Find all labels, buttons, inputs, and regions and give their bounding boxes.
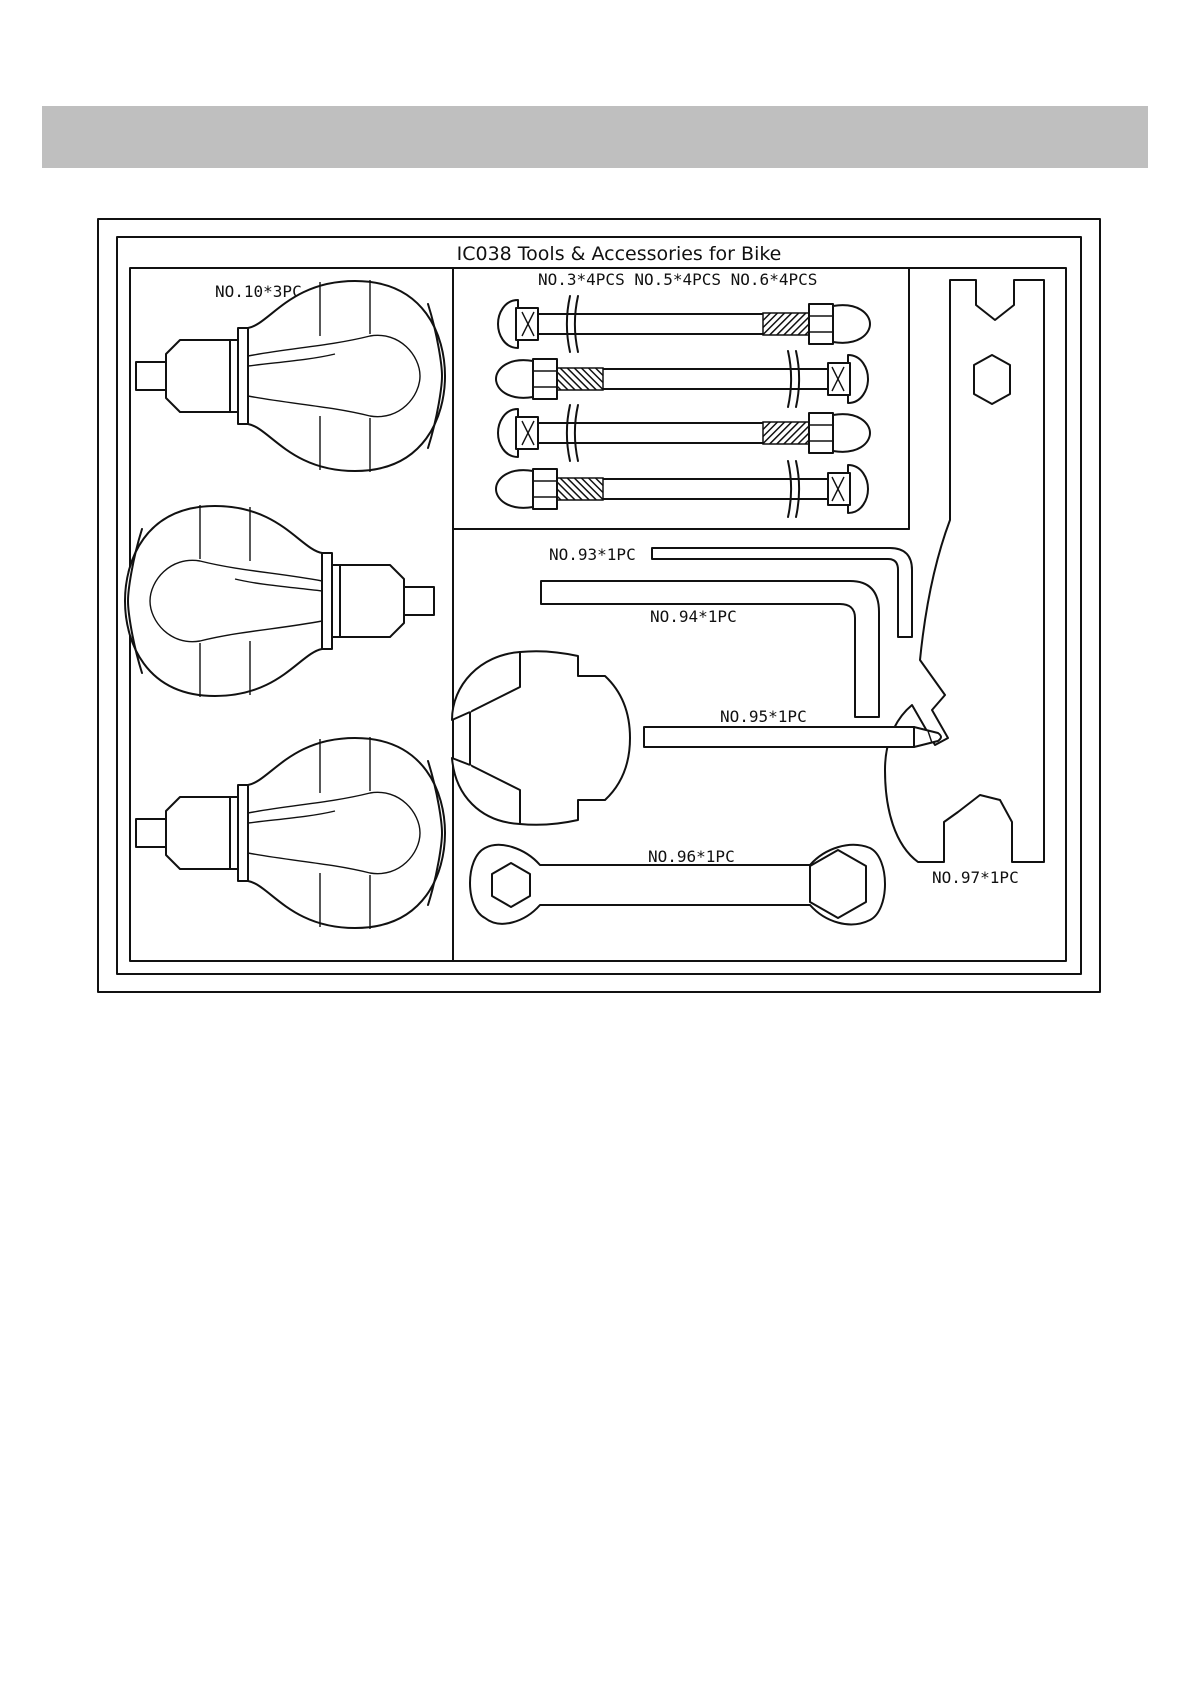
grip-1 [136,280,445,472]
grip-2 [125,505,434,697]
label-grips: NO.10*3PC [215,282,302,301]
bolt-4 [496,461,868,517]
bolt-2 [496,351,868,407]
label-hex-large: NO.94*1PC [650,607,737,626]
bolt-1 [498,296,870,352]
bolt-3 [498,405,870,461]
multi-wrench-screwdriver [452,651,941,825]
label-multi-wrench: NO.95*1PC [720,707,807,726]
label-hex-small: NO.93*1PC [549,545,636,564]
label-bolts: NO.3*4PCS NO.5*4PCS NO.6*4PCS [538,270,817,289]
label-box-wrench: NO.96*1PC [648,847,735,866]
grip-3 [136,737,445,929]
diagram-title: IC038 Tools & Accessories for Bike [457,243,782,265]
label-spanner: NO.97*1PC [932,868,1019,887]
